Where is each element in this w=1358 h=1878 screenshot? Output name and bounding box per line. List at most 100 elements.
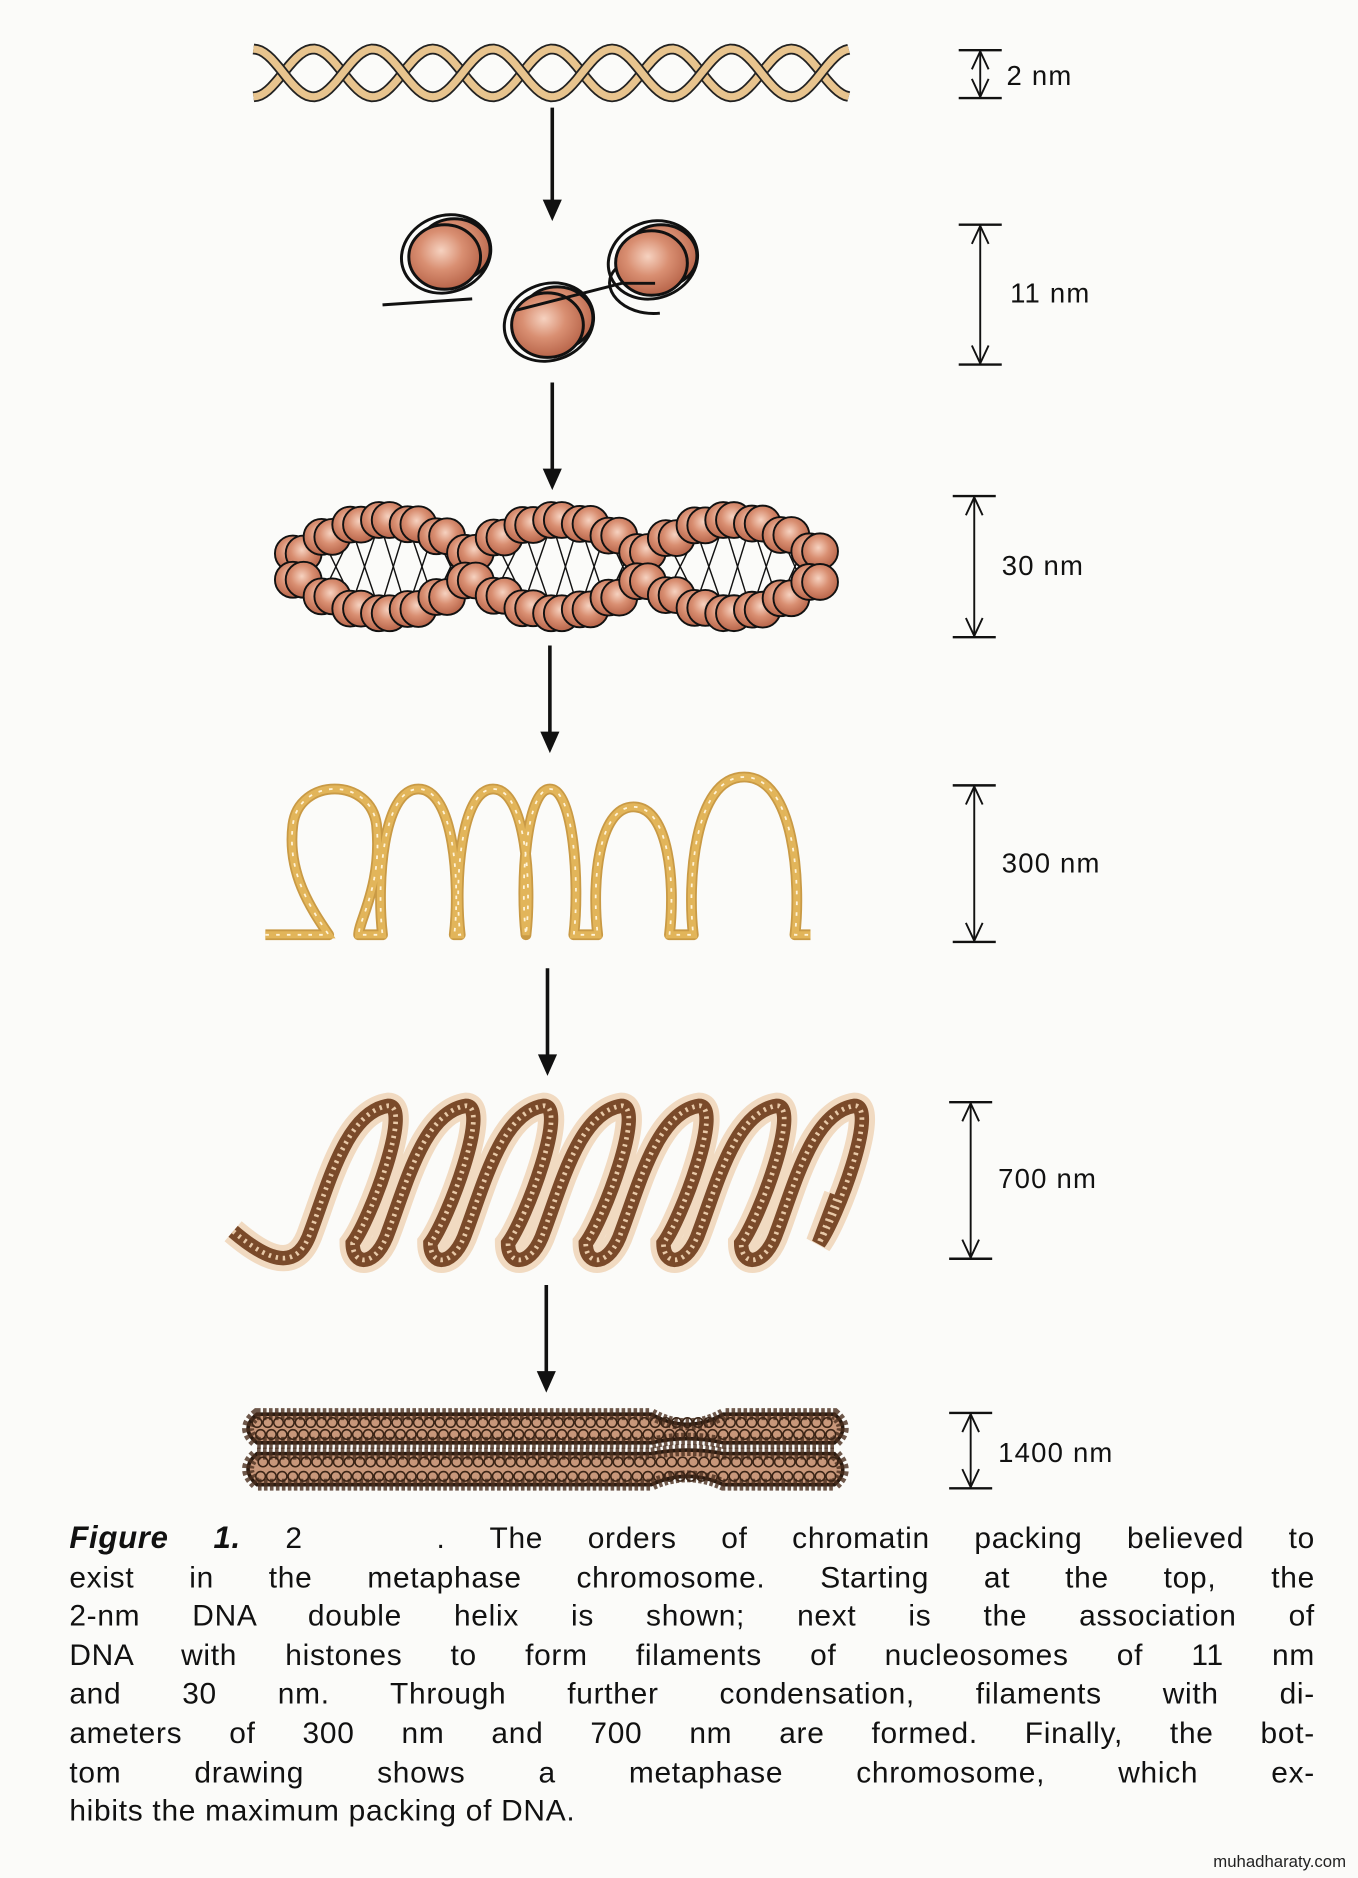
chromatin-loop: [445, 1416, 457, 1429]
chromatin-loop: [294, 1416, 306, 1429]
chromatin-loop: [696, 1470, 708, 1482]
chromatin-loop: [351, 1428, 363, 1441]
scale-label-300nm: 300 nm: [1001, 847, 1101, 879]
chromatin-loop: [524, 1428, 536, 1441]
chromatin-loop: [584, 1416, 597, 1429]
chromatin-loop: [642, 1470, 654, 1482]
chromatin-loop: [760, 1428, 772, 1441]
chromatin-loop: [255, 1470, 267, 1482]
fiber: [228, 1098, 870, 1267]
scale-label-11nm: 11 nm: [1010, 277, 1091, 309]
caption-line: exist in the metaphase chromosome. Start…: [69, 1560, 1315, 1595]
arrow-head: [536, 1371, 556, 1393]
chromatin-loop: [265, 1428, 277, 1441]
chromatin-loop: [351, 1470, 363, 1482]
chromatin-loop: [276, 1428, 288, 1441]
chromatin-loop: [720, 1456, 732, 1468]
chromatin-loop: [251, 1416, 263, 1429]
linker-dna: [382, 267, 660, 315]
chromatin-loop: [663, 1428, 675, 1441]
chromatin-loop: [408, 1456, 420, 1468]
chromatin-loop: [298, 1428, 310, 1441]
chromatin-loop: [369, 1416, 381, 1429]
chromatin-loop: [671, 1416, 683, 1429]
chromatin-loop: [319, 1470, 331, 1482]
histone-core: [614, 229, 689, 297]
chromatin-loop: [620, 1470, 632, 1482]
chromatin-loop: [337, 1416, 349, 1429]
arrow-head: [542, 468, 562, 491]
caption-line: and 30 nm. Through further condensation,…: [69, 1677, 1315, 1712]
arrow-head: [540, 731, 560, 754]
chromatin-loop: [728, 1428, 740, 1441]
chromatin-loop: [545, 1470, 557, 1482]
metaphase-chromosome: [242, 1408, 849, 1491]
chromatin-loop: [595, 1416, 607, 1429]
chromatin-loop: [437, 1470, 450, 1482]
chromatin-loop: [814, 1470, 826, 1482]
chromatin-loop: [330, 1470, 342, 1482]
scale-label-700nm: 700 nm: [998, 1163, 1098, 1195]
scale-arrow-down: [970, 345, 990, 366]
looped-300nm-fiber: [265, 771, 811, 941]
chromatin-loop: [588, 1428, 600, 1441]
chromatin-loop: [423, 1416, 435, 1429]
chromatin-loop: [599, 1428, 611, 1441]
chromatin-loop: [556, 1428, 568, 1441]
chromatin-loop: [491, 1428, 503, 1441]
histone-core: [407, 223, 483, 291]
chromatin-loop: [427, 1470, 439, 1482]
chromatin-loop: [365, 1456, 377, 1468]
chromatin-loop: [685, 1428, 697, 1441]
chromatin-loop: [642, 1428, 654, 1441]
chromatin-loop: [610, 1428, 622, 1441]
chromatin-loop: [821, 1416, 833, 1429]
chromatin-loop: [255, 1428, 267, 1441]
chromatin-loop: [427, 1428, 439, 1441]
chromatin-loop: [391, 1416, 403, 1429]
chromatin-loop: [416, 1470, 428, 1482]
watermark: muhadharaty.com: [1213, 1851, 1347, 1871]
chromatin-loop: [354, 1456, 366, 1468]
dna-wrap: [399, 213, 493, 295]
figure-label: Figure 1.: [69, 1519, 241, 1556]
chromatin-loop: [283, 1416, 295, 1429]
scale-arrow-down: [965, 617, 984, 639]
chromatin-loop: [498, 1416, 511, 1429]
chromatin-loop: [526, 1456, 538, 1468]
chromatin-loop: [577, 1470, 589, 1482]
chromatin-loop: [610, 1470, 622, 1482]
chromatin-loop: [653, 1428, 665, 1441]
chromatin-loop: [531, 1416, 543, 1429]
chromatin-loop: [771, 1428, 783, 1441]
chromatin-loop: [308, 1428, 320, 1441]
scale-arrow-down: [961, 1239, 980, 1260]
chromatin-loop: [429, 1456, 441, 1468]
chromatin-loop: [746, 1416, 758, 1429]
chromatin-loop: [588, 1470, 600, 1482]
chromatin-loop: [558, 1456, 570, 1468]
scale-arrow-down: [965, 922, 984, 944]
chromatin-loop: [803, 1428, 815, 1441]
chromatin-loop: [418, 1456, 430, 1468]
chromatin-loop: [601, 1456, 613, 1468]
chromatin-loop: [440, 1456, 452, 1468]
chromatin-loop: [692, 1416, 704, 1429]
chromatin-loop: [380, 1416, 392, 1429]
chromatin-loop: [477, 1416, 489, 1429]
chromatin-loop: [537, 1456, 549, 1468]
chromatin-loop: [373, 1470, 385, 1482]
chromatin-loop: [556, 1470, 568, 1482]
chromatin-loop: [394, 1470, 407, 1482]
scale-arrow-up: [961, 1101, 980, 1122]
chromatin-loop: [782, 1470, 794, 1482]
chromatin-loop: [698, 1456, 710, 1468]
chromatin-loop: [483, 1456, 495, 1468]
helix-strand: [252, 45, 850, 101]
chromatin-loop: [663, 1470, 675, 1482]
chromatin-loop: [547, 1456, 560, 1468]
chromatin-loop: [541, 1416, 554, 1429]
chromatin-loop: [321, 1456, 334, 1468]
chromatin-loop: [674, 1428, 686, 1441]
